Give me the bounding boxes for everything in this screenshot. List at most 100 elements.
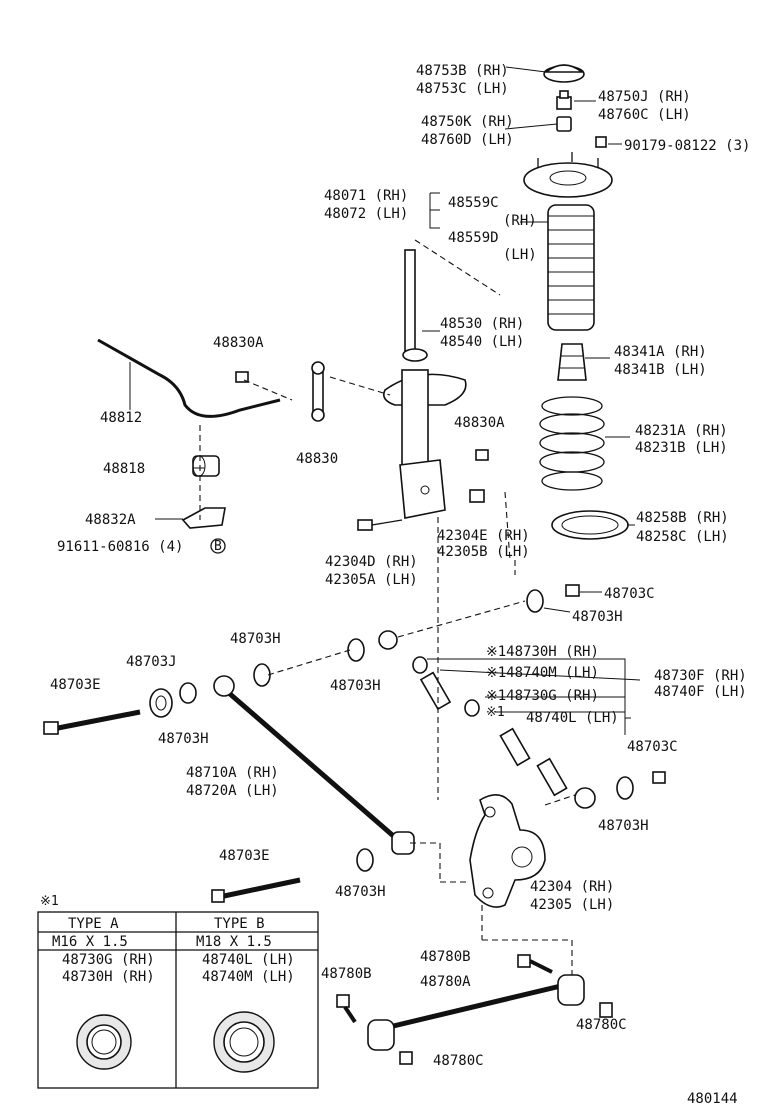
nut-48780C-right [599, 1002, 613, 1018]
carrier-42304 [469, 794, 546, 908]
bump-stopper-48341A [557, 343, 587, 381]
bracket-48832A [181, 507, 226, 529]
bolt-48780B-right [517, 954, 553, 974]
nut-type-a-icon [76, 1014, 132, 1070]
upper-support-cap [543, 64, 585, 83]
label-48760D: 48760D (LH) [421, 132, 514, 148]
nut-48780C-bottom [399, 1051, 413, 1065]
label-90179: 90179-08122 (3) [624, 138, 750, 154]
stabilizer-link-48830 [311, 361, 325, 422]
type-b-header: TYPE B [214, 916, 265, 932]
nut-48750J [556, 90, 572, 110]
label-48258B: 48258B (RH) [636, 510, 729, 526]
label-42304E: 42304E (RH) [437, 528, 530, 544]
label-48559D-lh: (LH) [503, 247, 537, 263]
type-a-part1: 48730G (RH) [62, 952, 155, 968]
label-48703E-left: 48703E [50, 677, 101, 693]
label-48818: 48818 [103, 461, 145, 477]
nut-48703C-right [652, 771, 666, 784]
label-48231B: 48231B (LH) [635, 440, 728, 456]
label-48540: 48540 (LH) [440, 334, 524, 350]
label-91611: 91611-60816 (4) [57, 539, 183, 555]
label-48750K: 48750K (RH) [421, 114, 514, 130]
label-48730G: ※148730G (RH) [486, 688, 599, 704]
type-b-part1: 48740L (LH) [202, 952, 295, 968]
label-48530: 48530 (RH) [440, 316, 524, 332]
label-48780C-right: 48780C [576, 1017, 627, 1033]
label-48258C: 48258C (LH) [636, 529, 729, 545]
label-48072: 48072 (LH) [324, 206, 408, 222]
label-48740L: 48740L (LH) [526, 710, 619, 726]
note-mark: ※1 [40, 894, 59, 909]
label-48753B: 48753B (RH) [416, 63, 509, 79]
label-48231A: 48231A (RH) [635, 423, 728, 439]
label-48830: 48830 [296, 451, 338, 467]
spring-insulator-48258B [551, 510, 629, 540]
coil-spring-48231A [539, 396, 605, 491]
bushing-48818 [192, 455, 220, 477]
nut-42304E [469, 489, 485, 503]
label-48559C: 48559C [448, 195, 499, 211]
adjusting-link-48730F [378, 630, 596, 809]
label-48740L-mark: ※1 [486, 705, 505, 720]
bolt-48703E-left [43, 709, 141, 735]
note-table: ※1 TYPE A TYPE B M16 X 1.5 M18 X 1.5 487… [37, 894, 319, 1089]
label-48750J: 48750J (RH) [598, 89, 691, 105]
type-a-header: TYPE A [68, 916, 119, 932]
label-48703H-c: 48703H [158, 731, 209, 747]
lateral-arm-48710A [213, 675, 415, 855]
label-48710A: 48710A (RH) [186, 765, 279, 781]
label-48740F: 48740F (LH) [654, 684, 747, 700]
type-a-part2: 48730H (RH) [62, 969, 155, 985]
part-labels: 48753B (RH) 48753C (LH) 48750J (RH) 4876… [50, 63, 750, 1107]
label-48730F: 48730F (RH) [654, 668, 747, 684]
type-b-part2: 48740M (LH) [202, 969, 295, 985]
nut-48703C-top [565, 584, 580, 597]
label-48780A: 48780A [420, 974, 471, 990]
label-48703H-r1: 48703H [572, 609, 623, 625]
label-48760C: 48760C (LH) [598, 107, 691, 123]
nut-48830A-top [235, 371, 249, 383]
bellows-48559C [547, 204, 595, 331]
label-48720A: 48720A (LH) [186, 783, 279, 799]
label-48740M: ※148740M (LH) [486, 665, 599, 681]
label-48812: 48812 [100, 410, 142, 426]
stabilizer-bar-48812 [97, 338, 281, 418]
washer-48703H-2 [253, 663, 271, 687]
washer-48703H-1 [526, 589, 544, 613]
upper-support-48071 [523, 152, 613, 198]
washer-48703H-6 [356, 848, 374, 872]
label-48703C-top: 48703C [604, 586, 655, 602]
label-48832A: 48832A [85, 512, 136, 528]
label-48703J: 48703J [126, 654, 177, 670]
label-48341B: 48341B (LH) [614, 362, 707, 378]
label-48780B-left: 48780B [321, 966, 372, 982]
label-48830A-top: 48830A [213, 335, 264, 351]
label-42304: 42304 (RH) [530, 879, 614, 895]
nut-type-b-icon [213, 1011, 275, 1073]
label-42305A: 42305A (LH) [325, 572, 418, 588]
type-a-size: M16 X 1.5 [52, 934, 128, 950]
label-48703H-e: 48703H [335, 884, 386, 900]
washer-48703H-4 [179, 682, 197, 704]
label-48780C-bottom: 48780C [433, 1053, 484, 1069]
label-48703H-a: 48703H [230, 631, 281, 647]
label-42305: 42305 (LH) [530, 897, 614, 913]
label-48730H: ※148730H (RH) [486, 644, 599, 660]
label-48703H-b: 48703H [330, 678, 381, 694]
label-42305B: 42305B (LH) [437, 544, 530, 560]
shock-absorber-48530 [382, 249, 467, 519]
nut-90179 [595, 136, 607, 148]
label-48753C: 48753C (LH) [416, 81, 509, 97]
label-48703C-right: 48703C [627, 739, 678, 755]
type-b-size: M18 X 1.5 [196, 934, 272, 950]
nut-48830A-mid [475, 449, 489, 461]
washer-48703H-3 [347, 638, 365, 662]
label-48071: 48071 (RH) [324, 188, 408, 204]
bolt-42304D [357, 519, 403, 531]
label-48559D: 48559D [448, 230, 499, 246]
label-48780B-right: 48780B [420, 949, 471, 965]
label-48703E-bottom: 48703E [219, 848, 270, 864]
washer-48703H-5 [616, 776, 634, 800]
